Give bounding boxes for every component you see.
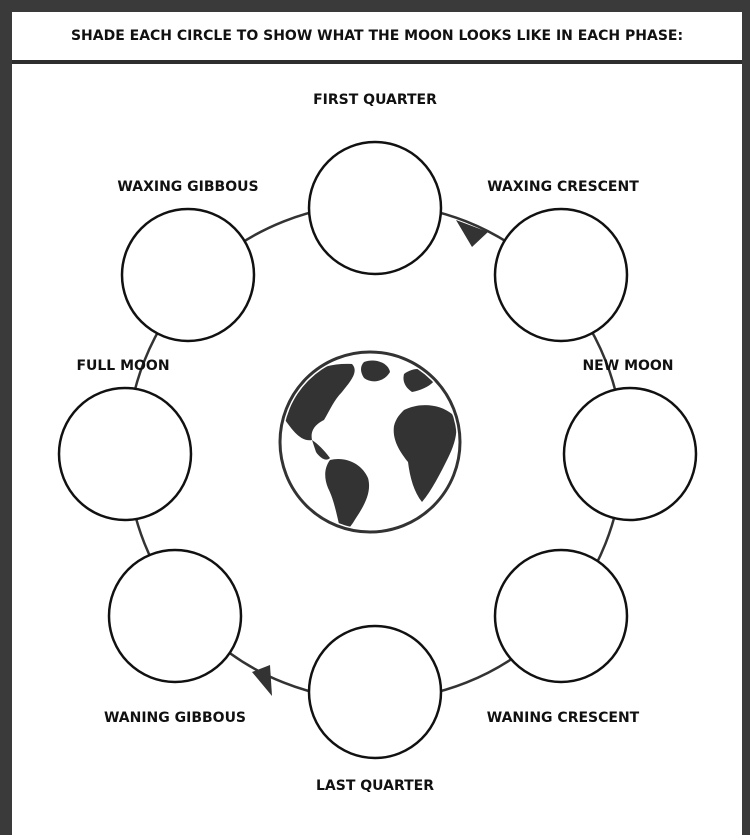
label-waning-gibbous: WANING GIBBOUS <box>103 710 247 726</box>
label-waning-crescent: WANING CRESCENT <box>486 710 640 726</box>
label-last-quarter: LAST QUARTER <box>316 778 434 794</box>
label-waxing-crescent: WAXING CRESCENT <box>487 179 639 195</box>
moon-phase-diagram <box>57 140 698 760</box>
moon-circle-waning-crescent[interactable] <box>493 548 629 684</box>
worksheet: SHADE EACH CIRCLE TO SHOW WHAT THE MOON … <box>12 12 742 835</box>
label-full-moon: FULL MOON <box>76 358 170 374</box>
arrow-icon <box>456 220 488 247</box>
instruction-banner: SHADE EACH CIRCLE TO SHOW WHAT THE MOON … <box>12 12 742 64</box>
label-new-moon: NEW MOON <box>582 358 674 374</box>
moon-circle-waxing-gibbous[interactable] <box>120 207 256 343</box>
arrow-icon <box>252 665 272 696</box>
moon-circle-last-quarter[interactable] <box>307 624 443 760</box>
moon-circle-new-moon[interactable] <box>562 386 698 522</box>
earth-globe-icon <box>278 350 462 534</box>
instruction-text: SHADE EACH CIRCLE TO SHOW WHAT THE MOON … <box>70 28 684 44</box>
moon-circle-waning-gibbous[interactable] <box>107 548 243 684</box>
moon-circle-full-moon[interactable] <box>57 386 193 522</box>
label-waxing-gibbous: WAXING GIBBOUS <box>117 179 259 195</box>
label-first-quarter: FIRST QUARTER <box>313 92 437 108</box>
moon-circle-waxing-crescent[interactable] <box>493 207 629 343</box>
moon-circle-first-quarter[interactable] <box>307 140 443 276</box>
